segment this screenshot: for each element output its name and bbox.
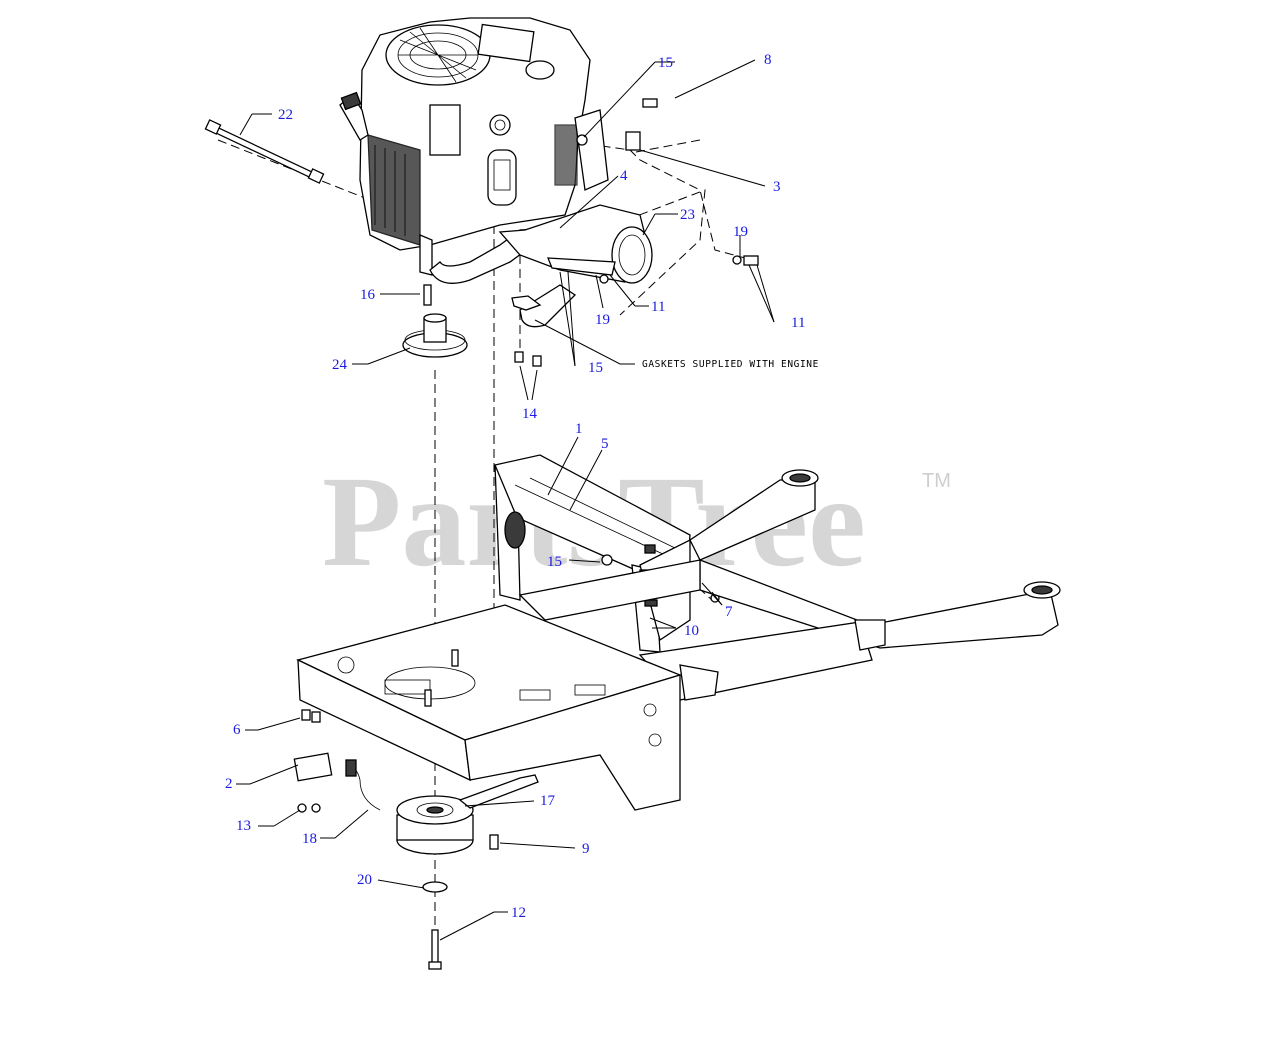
callouts: 22 15 8 3 4 23 19 11 19 11 16 24 15 14 1… — [225, 52, 805, 921]
callout-5: 5 — [601, 436, 609, 452]
watermark-trademark: TM — [922, 470, 951, 492]
dipstick-tube — [204, 119, 325, 184]
callout-8: 8 — [764, 52, 772, 68]
leader-lines — [236, 59, 775, 941]
engine-pulley — [402, 313, 468, 358]
callout-16: 16 — [360, 287, 376, 303]
exhaust-assembly — [429, 109, 653, 328]
callout-14: 14 — [522, 406, 538, 422]
callout-6: 6 — [233, 722, 241, 738]
callout-19: 19 — [733, 224, 748, 240]
callout-19: 19 — [595, 312, 610, 328]
callout-10: 10 — [684, 623, 699, 639]
callout-1: 1 — [575, 421, 583, 437]
engine — [339, 17, 591, 276]
deck-plate — [296, 604, 682, 811]
callout-23: 23 — [680, 207, 695, 223]
hardware-bits — [423, 98, 759, 367]
gasket-note: GASKETS SUPPLIED WITH ENGINE — [642, 359, 819, 370]
callout-9: 9 — [582, 841, 590, 857]
callout-3: 3 — [773, 179, 781, 195]
callout-15: 15 — [658, 55, 673, 71]
callout-12: 12 — [511, 905, 526, 921]
callout-22: 22 — [278, 107, 293, 123]
callout-17: 17 — [540, 793, 556, 809]
callout-11: 11 — [651, 299, 665, 315]
callout-15: 15 — [588, 360, 603, 376]
callout-15: 15 — [547, 554, 562, 570]
callout-2: 2 — [225, 776, 233, 792]
callout-7: 7 — [725, 604, 733, 620]
callout-11: 11 — [791, 315, 805, 331]
callout-20: 20 — [357, 872, 372, 888]
callout-13: 13 — [236, 818, 251, 834]
frame-rails — [518, 469, 1061, 701]
pto-clutch — [293, 752, 539, 970]
callout-4: 4 — [620, 168, 628, 184]
callout-24: 24 — [332, 357, 348, 373]
callout-18: 18 — [302, 831, 317, 847]
